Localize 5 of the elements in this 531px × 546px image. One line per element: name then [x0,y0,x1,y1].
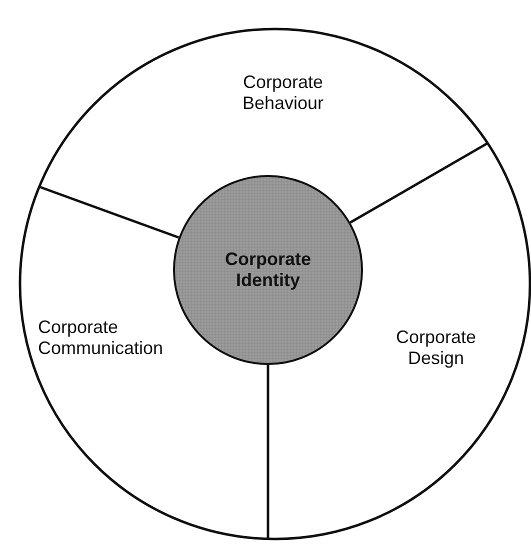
outer-circle [18,27,531,541]
center-label: Corporate Identity [224,249,312,291]
sector-label: Corporate Behaviour [241,72,325,114]
sector-label: Corporate Design [394,327,478,369]
sector-label: Corporate Communication [38,317,164,359]
